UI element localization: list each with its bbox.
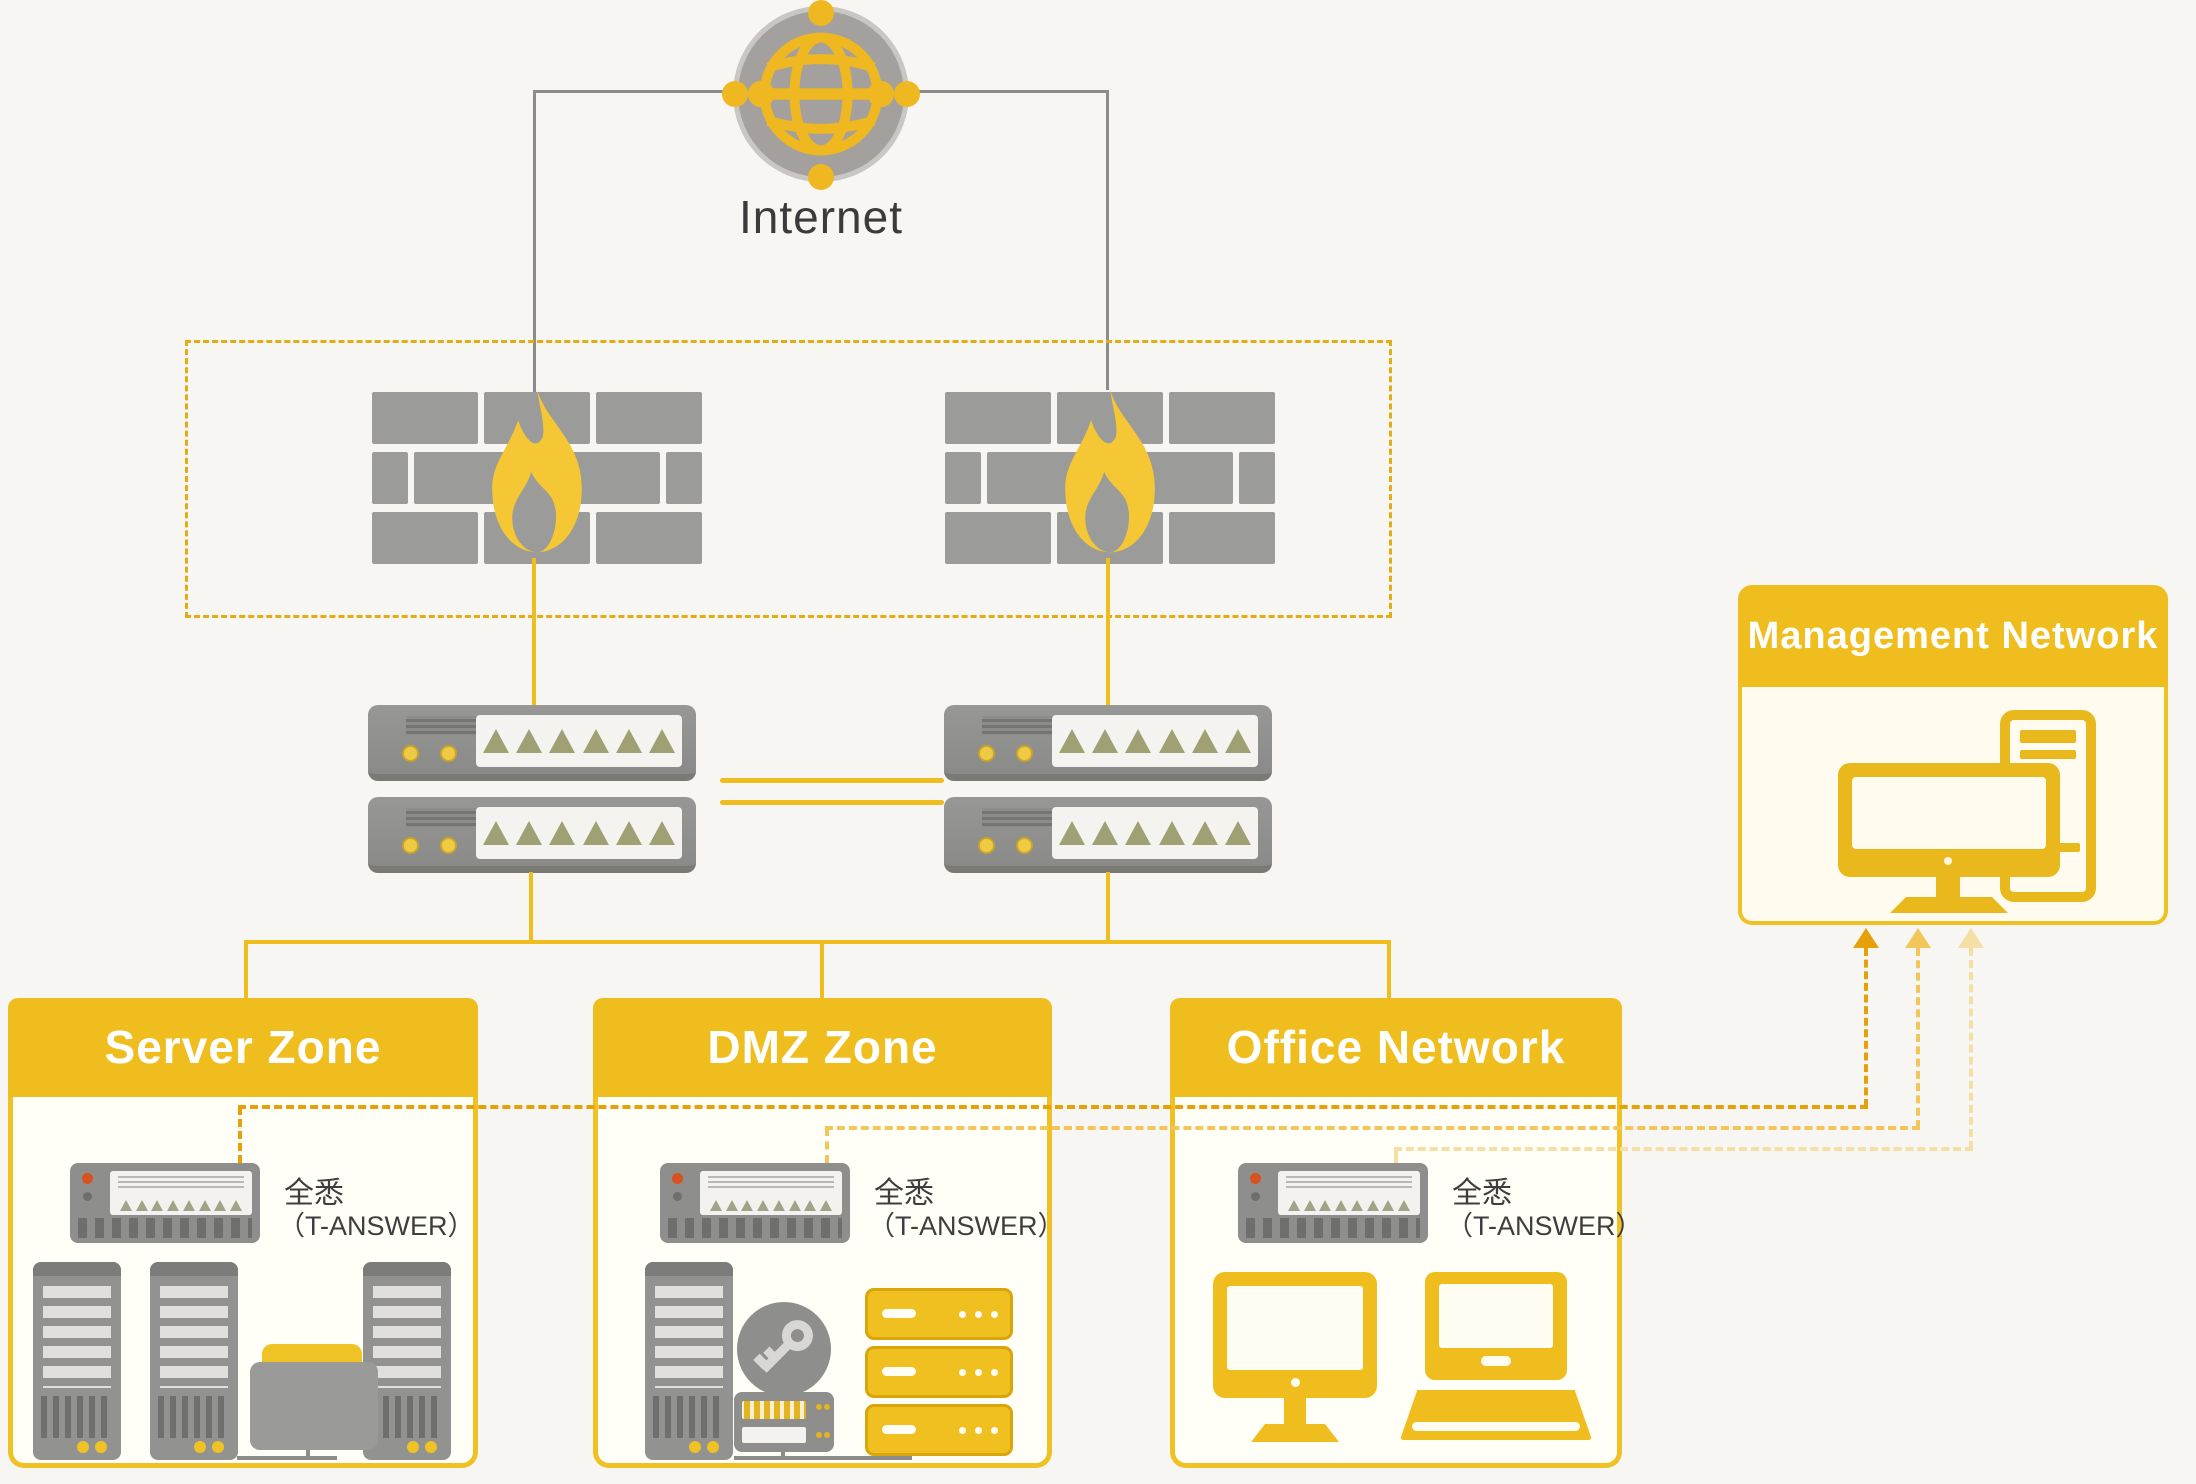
appliance-name-label: 全悉 [284,1177,344,1210]
switch-icon [944,797,1272,873]
internet-label: Internet [739,191,903,243]
monitor-base [1251,1424,1339,1442]
storage-link-line [237,1456,337,1460]
laptop-icon [1425,1272,1567,1380]
connector-down-right [1106,90,1109,390]
firewall-group-box [185,340,1392,618]
monitor-icon [1213,1272,1377,1398]
t-answer-appliance-icon [1238,1163,1428,1243]
appliance-model-label: （T-ANSWER） [868,1211,1065,1241]
mgmt-link-office [1394,1147,1973,1151]
switch-icon [368,797,696,873]
management-network-box: Management Network [1738,585,2168,925]
firewall-icon [372,389,702,564]
up-arrow-icon [1853,928,1879,948]
key-server-icon [737,1302,831,1396]
connector-down-left [533,90,536,393]
key-server-stand [781,1448,785,1458]
mgmt-link-dmz [825,1126,1920,1130]
globe-node-dot-south [808,164,834,190]
globe-node-dot-east [894,81,920,107]
appliance-name-label: 全悉 [874,1177,934,1210]
switch-interlink-line [720,778,944,783]
tree-line [820,940,824,1000]
connector-internet-left [534,90,735,93]
mgmt-link-server [1864,948,1868,1107]
switch-stack-right [944,705,1272,873]
tree-line [244,940,248,1000]
monitor-neck [1284,1398,1306,1426]
server-tower-icon [645,1262,733,1460]
zone-office-title: Office Network [1170,998,1622,1097]
storage-link-line [306,1448,310,1458]
management-network-title: Management Network [1738,585,2168,687]
link-firewall-switch-right [1106,558,1110,706]
globe-node-dot-north [808,0,834,26]
t-answer-appliance-icon [70,1163,260,1243]
storage-folder-icon [250,1362,378,1450]
key-server-icon [734,1392,834,1452]
rack-unit-icon [865,1404,1013,1456]
appliance-model-label: （T-ANSWER） [1446,1211,1643,1241]
switch-icon [944,705,1272,781]
flame-icon [478,384,596,565]
mgmt-link-office [1969,948,1973,1149]
rack-unit-icon [865,1288,1013,1340]
switch-stack-left [368,705,696,873]
zone-server-title: Server Zone [8,998,478,1097]
appliance-name-label: 全悉 [1452,1177,1512,1210]
mgmt-link-dmz [1916,948,1920,1128]
globe-icon [733,6,909,182]
zone-dmz-title: DMZ Zone [593,998,1052,1097]
switch-interlink-line [720,800,944,805]
up-arrow-icon [1905,928,1931,948]
appliance-model-label: （T-ANSWER） [278,1211,475,1241]
laptop-icon [1400,1390,1592,1440]
firewall-icon [945,389,1275,564]
up-arrow-icon [1958,928,1984,948]
tree-line [1106,872,1110,942]
link-firewall-switch-left [532,558,536,706]
mgmt-link-dmz [825,1128,829,1163]
tree-line [1387,940,1391,1000]
mgmt-link-server [238,1105,1868,1109]
rack-unit-icon [865,1346,1013,1398]
globe-node-dot-west [722,81,748,107]
mgmt-link-server [238,1107,242,1163]
mgmt-link-office [1394,1149,1398,1163]
t-answer-appliance-icon [660,1163,850,1243]
key-server-base-line [734,1456,912,1460]
switch-icon [368,705,696,781]
tree-line [529,872,533,942]
connector-internet-right [907,90,1108,93]
tree-line [246,940,1391,944]
server-tower-icon [33,1262,121,1460]
flame-icon [1051,384,1169,565]
server-tower-icon [150,1262,238,1460]
